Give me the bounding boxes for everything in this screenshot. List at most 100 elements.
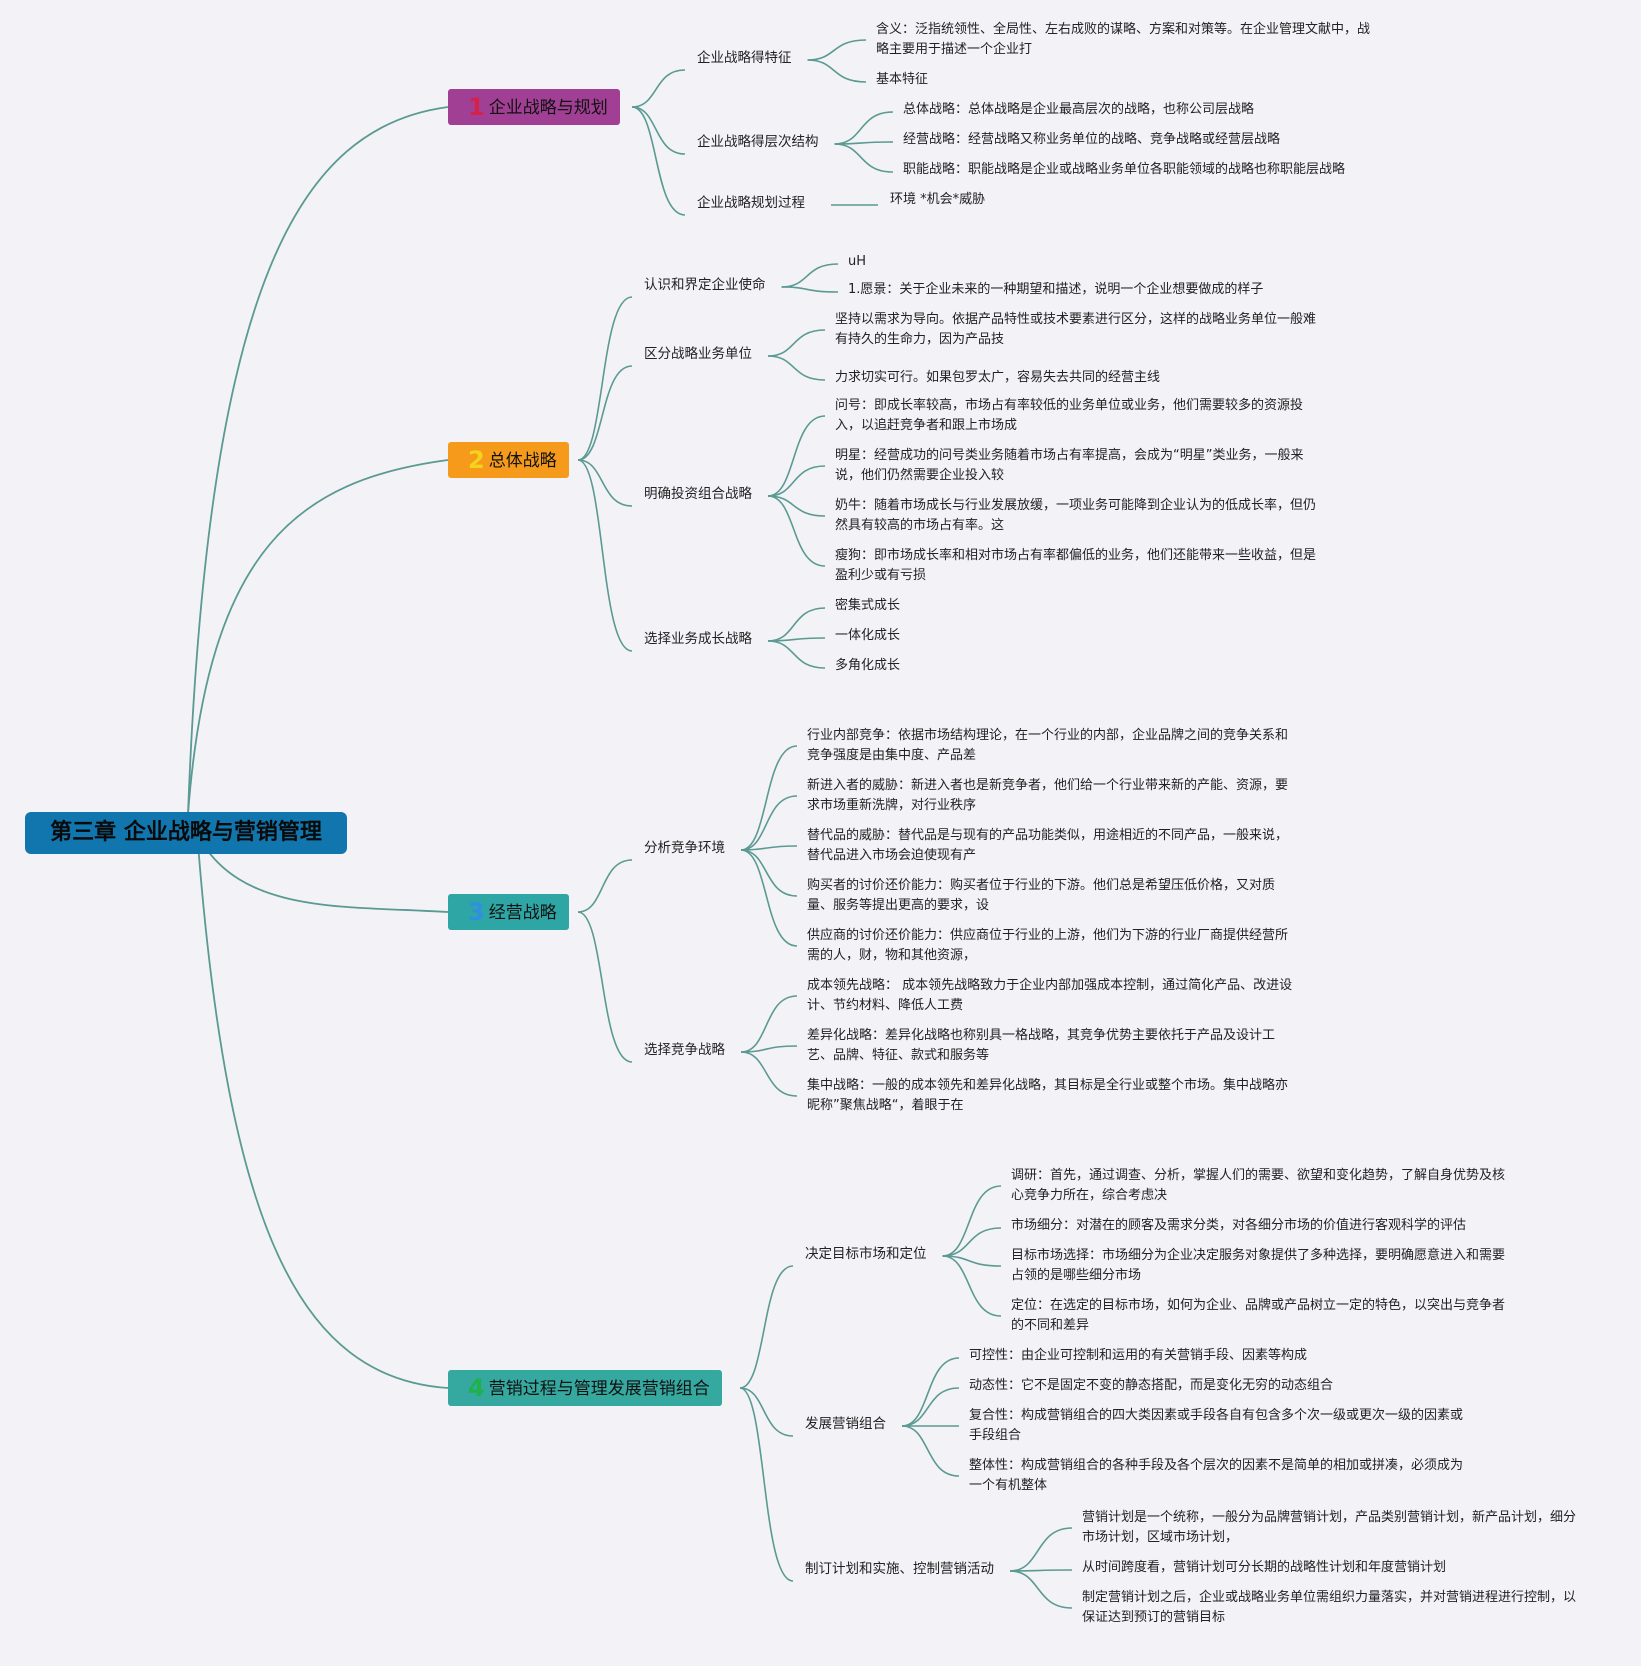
connector-subtopic-leaf	[901, 1425, 960, 1477]
connector-subtopic-leaf	[781, 263, 839, 288]
connector-subtopic-leaf	[781, 286, 839, 293]
leaf-topic[interactable]: 可控性：由企业可控制和运用的有关营销手段、因素等构成	[969, 1348, 1308, 1363]
connector-subtopic-leaf	[740, 849, 798, 897]
connector-subtopic-leaf	[942, 1255, 1002, 1317]
leaf-topic[interactable]: 替代品的威胁：替代品是与现有的产品功能类似，用途相近的不同产品，一般来说，替代品…	[807, 828, 1289, 863]
leaf-topic[interactable]: 供应商的讨价还价能力：供应商位于行业的上游，他们为下游的行业厂商提供经营所需的人…	[807, 928, 1289, 963]
leaf-topic[interactable]: 制定营销计划之后，企业或战略业务单位需组织力量落实，并对营销进程进行控制，以保证…	[1082, 1590, 1577, 1625]
connector-subtopic-leaf	[807, 39, 867, 61]
connector-branch-subtopic	[631, 106, 686, 216]
leaf-topic[interactable]: uH	[848, 254, 867, 269]
connector-subtopic-leaf	[740, 745, 798, 851]
leaf-topic[interactable]: 差异化战略：差异化战略也称别具一格战略，其竞争优势主要依托于产品及设计工艺、品牌…	[807, 1028, 1276, 1063]
subtopic[interactable]: 发展营销组合	[805, 1416, 886, 1432]
connector-subtopic-leaf	[740, 795, 798, 851]
subtopic[interactable]: 企业战略规划过程	[697, 195, 805, 211]
subtopic[interactable]: 选择业务成长战略	[644, 631, 752, 647]
branch-number: 3	[468, 898, 485, 926]
branch-number: 1	[468, 93, 485, 121]
connector-branch-subtopic	[577, 296, 633, 461]
leaf-topic[interactable]: 瘦狗：即市场成长率和相对市场占有率都偏低的业务，他们还能带来一些收益，但是盈利少…	[835, 548, 1317, 583]
connector-subtopic-leaf	[834, 143, 894, 173]
connector-subtopic-leaf	[767, 415, 826, 497]
leaf-topic[interactable]: 从时间跨度看，营销计划可分长期的战略性计划和年度营销计划	[1082, 1560, 1447, 1575]
leaf-topic[interactable]: 总体战略：总体战略是企业最高层次的战略，也称公司层战略	[903, 102, 1255, 117]
connector-root-branch-1	[187, 106, 449, 815]
connector-subtopic-leaf	[834, 111, 894, 145]
subtopic[interactable]: 明确投资组合战略	[644, 486, 752, 502]
leaf-topic[interactable]: 新进入者的威胁：新进入者也是新竞争者，他们给一个行业带来新的产能、资源，要求市场…	[807, 778, 1289, 813]
leaf-topic[interactable]: 坚持以需求为导向。依据产品特性或技术要素进行区分，这样的战略业务单位一般难有持久…	[835, 312, 1317, 347]
leaf-topic[interactable]: 1.愿景：关于企业未来的一种期望和描述，说明一个企业想要做成的样子	[848, 282, 1264, 297]
subtopic[interactable]: 分析竞争环境	[644, 840, 725, 856]
leaf-topic[interactable]: 密集式成长	[835, 598, 901, 613]
connector-branch-subtopic	[577, 859, 633, 913]
leaf-topic[interactable]: 集中战略：一般的成本领先和差异化战略，其目标是全行业或整个市场。集中战略亦昵称”…	[807, 1078, 1289, 1113]
connector-subtopic-leaf	[901, 1357, 960, 1427]
leaf-topic[interactable]: 复合性：构成营销组合的四大类因素或手段各自有包含多个次一级或更次一级的因素或手段…	[969, 1408, 1464, 1443]
leaf-topic[interactable]: 行业内部竞争：依据市场结构理论，在一个行业的内部，企业品牌之间的竞争关系和竞争强…	[807, 728, 1289, 763]
subtopic[interactable]: 企业战略得层次结构	[697, 134, 819, 150]
leaf-topic[interactable]: 市场细分：对潜在的顾客及需求分类，对各细分市场的价值进行客观科学的评估	[1011, 1218, 1467, 1233]
leaf-topic[interactable]: 整体性：构成营销组合的各种手段及各个层次的因素不是简单的相加或拼凑，必须成为一个…	[969, 1458, 1464, 1493]
branch-label: 企业战略与规划	[488, 98, 608, 118]
connector-branch-subtopic	[631, 106, 686, 155]
subtopic[interactable]: 区分战略业务单位	[644, 346, 752, 362]
subtopic[interactable]: 制订计划和实施、控制营销活动	[805, 1561, 994, 1577]
connector-branch-subtopic	[577, 911, 633, 1063]
leaf-topic[interactable]: 调研：首先，通过调查、分析，掌握人们的需要、欲望和变化趋势，了解自身优势及核心竞…	[1011, 1168, 1506, 1203]
connector-branch-subtopic	[577, 459, 633, 652]
connector-branch-subtopic	[577, 459, 633, 507]
connector-subtopic-leaf	[740, 995, 798, 1053]
leaf-topic[interactable]: 明星：经营成功的问号类业务随着市场占有率提高，会成为“明星”类业务，一般来说，他…	[835, 448, 1304, 483]
connector-subtopic-leaf	[1009, 1527, 1073, 1572]
connector-branch-subtopic	[577, 365, 633, 461]
leaf-topic[interactable]: 多角化成长	[835, 658, 901, 673]
leaf-topic[interactable]: 力求切实可行。如果包罗太广，容易失去共同的经营主线	[835, 370, 1161, 385]
leaf-topic[interactable]: 经营战略：经营战略又称业务单位的战略、竞争战略或经营层战略	[903, 132, 1281, 147]
connector-subtopic-leaf	[942, 1227, 1002, 1257]
subtopic[interactable]: 企业战略得特征	[697, 50, 792, 66]
branch-number: 2	[468, 446, 485, 474]
leaf-topic[interactable]: 基本特征	[876, 72, 929, 87]
subtopic[interactable]: 决定目标市场和定位	[805, 1246, 927, 1262]
leaf-topic[interactable]: 目标市场选择：市场细分为企业决定服务对象提供了多种选择，要明确愿意进入和需要占领…	[1011, 1248, 1506, 1283]
connector-subtopic-leaf	[767, 465, 826, 497]
connector-branch-subtopic	[739, 1387, 794, 1582]
branch-label: 总体战略	[488, 451, 557, 471]
leaf-topic[interactable]: 含义：泛指统领性、全局性、左右成败的谋略、方案和对策等。在企业管理文献中，战略主…	[876, 22, 1371, 57]
connector-subtopic-leaf	[767, 495, 826, 567]
connector-subtopic-leaf	[767, 355, 826, 381]
leaf-topic[interactable]: 定位：在选定的目标市场，如何为企业、品牌或产品树立一定的特色，以突出与竞争者的不…	[1011, 1298, 1506, 1333]
connector-subtopic-leaf	[807, 59, 867, 83]
connector-root-branch-2	[187, 459, 449, 815]
leaf-topic[interactable]: 购买者的讨价还价能力：购买者位于行业的下游。他们总是希望压低价格，又对质量、服务…	[807, 878, 1276, 913]
connector-subtopic-leaf	[1009, 1569, 1073, 1572]
connector-subtopic-leaf	[767, 495, 826, 517]
leaf-topic[interactable]: 动态性：它不是固定不变的静态搭配，而是变化无穷的动态组合	[969, 1378, 1334, 1393]
leaf-topic[interactable]: 职能战略：职能战略是企业或战略业务单位各职能领域的战略也称职能层战略	[903, 162, 1346, 177]
connector-branch-subtopic	[631, 69, 686, 108]
connector-subtopic-leaf	[740, 849, 798, 947]
branch-label: 营销过程与管理发展营销组合	[488, 1379, 710, 1399]
subtopic[interactable]: 认识和界定企业使命	[644, 277, 766, 293]
leaf-topic[interactable]: 环境 *机会*威胁	[890, 192, 986, 207]
connector-subtopic-leaf	[942, 1185, 1002, 1257]
leaf-topic[interactable]: 奶牛：随着市场成长与行业发展放缓，一项业务可能降到企业认为的低成长率，但仍然具有…	[835, 498, 1317, 533]
branch-label: 经营战略	[488, 903, 557, 923]
subtopic[interactable]: 选择竞争战略	[644, 1042, 725, 1058]
connector-root-branch-3	[202, 843, 449, 913]
connector-subtopic-leaf	[901, 1387, 960, 1427]
leaf-topic[interactable]: 成本领先战略： 成本领先战略致力于企业内部加强成本控制，通过简化产品、改进设计、…	[807, 978, 1293, 1013]
connector-subtopic-leaf	[767, 607, 826, 642]
leaf-topic[interactable]: 一体化成长	[835, 628, 901, 643]
connector-subtopic-leaf	[1009, 1570, 1073, 1609]
root-topic[interactable]: 第三章 企业战略与营销管理	[25, 812, 347, 854]
leaf-topic[interactable]: 问号：即成长率较高，市场占有率较低的业务单位或业务，他们需要较多的资源投入，以追…	[835, 398, 1304, 433]
leaf-topic[interactable]: 营销计划是一个统称，一般分为品牌营销计划，产品类别营销计划，新产品计划，细分市场…	[1082, 1510, 1577, 1545]
